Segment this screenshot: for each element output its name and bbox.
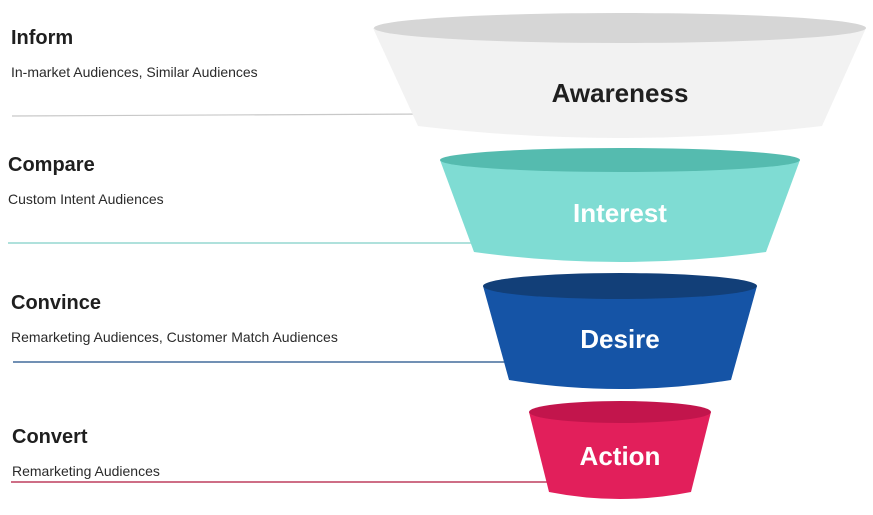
- segment-body: [483, 286, 757, 389]
- stage-subtitle: In-market Audiences, Similar Audiences: [11, 64, 258, 80]
- stage-title: Compare: [8, 154, 95, 176]
- segment-label: Action: [580, 441, 661, 471]
- segment-rim: [440, 148, 800, 172]
- stage-title: Inform: [11, 27, 74, 49]
- segment-label: Awareness: [552, 78, 689, 108]
- segment-rim: [483, 273, 757, 299]
- stage-label-inform: Inform In-market Audiences, Similar Audi…: [11, 27, 258, 80]
- funnel-segment-action: Action: [529, 401, 711, 499]
- segment-label: Interest: [573, 198, 667, 228]
- leader-line-awareness: [11, 113, 431, 117]
- stage-label-convert: Convert Remarketing Audiences: [12, 426, 160, 479]
- segment-rim: [374, 13, 866, 43]
- stage-label-convince: Convince Remarketing Audiences, Customer…: [11, 292, 338, 345]
- stage-subtitle: Remarketing Audiences, Customer Match Au…: [11, 329, 338, 345]
- stage-subtitle: Custom Intent Audiences: [8, 191, 164, 207]
- stage-title: Convince: [11, 292, 102, 314]
- stage-subtitle: Remarketing Audiences: [12, 463, 160, 479]
- segment-rim: [529, 401, 711, 423]
- stage-title: Convert: [12, 426, 88, 448]
- funnel-segment-interest: Interest: [440, 148, 800, 262]
- segment-body: [373, 28, 866, 138]
- segment-label: Desire: [580, 324, 660, 354]
- funnel-segment-desire: Desire: [483, 273, 757, 389]
- funnel-segment-awareness: Awareness: [373, 13, 866, 138]
- segment-body: [440, 160, 800, 262]
- stage-label-compare: Compare Custom Intent Audiences: [8, 154, 164, 207]
- segment-body: [529, 412, 711, 499]
